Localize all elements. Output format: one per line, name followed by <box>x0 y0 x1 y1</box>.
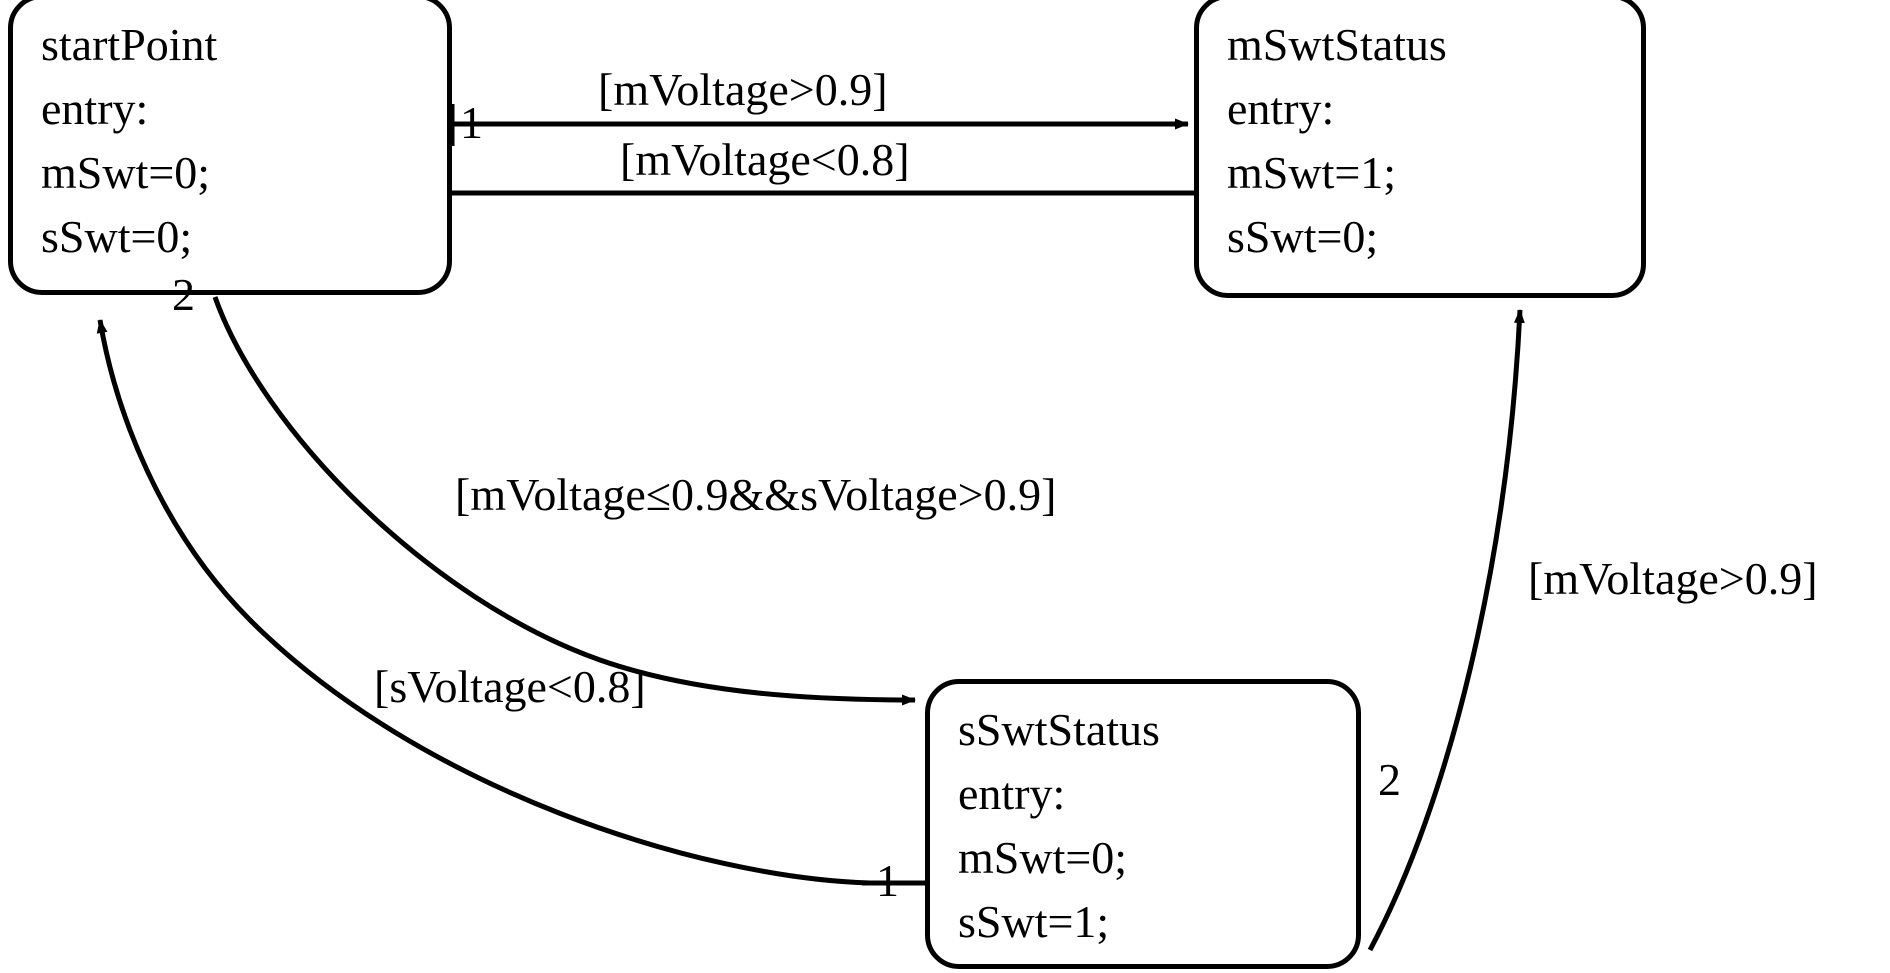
port-label-sswtstatus-out-2: 2 <box>1378 754 1401 805</box>
state-startpoint[interactable]: startPoint entry: mSwt=0; sSwt=0; <box>8 0 452 295</box>
state-startpoint-name: startPoint <box>41 19 218 70</box>
port-label-sswtstatus-out-1: 1 <box>876 855 899 906</box>
state-sswtstatus-entry-keyword: entry: <box>958 768 1066 819</box>
guard-label-mvoltage-lt-08: [mVoltage<0.8] <box>620 134 910 185</box>
transition-sswtstatus-to-mswtstatus <box>1367 309 1525 952</box>
state-sswtstatus-name: sSwtStatus <box>958 704 1160 755</box>
state-sswtstatus-action-2: sSwt=1; <box>958 896 1110 947</box>
state-startpoint-action-1: mSwt=0; <box>41 147 211 198</box>
port-label-startpoint-out-2: 2 <box>172 269 195 320</box>
state-mswtstatus[interactable]: mSwtStatus entry: mSwt=1; sSwt=0; <box>1194 0 1646 298</box>
state-startpoint-action-2: sSwt=0; <box>41 211 193 262</box>
state-mswtstatus-action-1: mSwt=1; <box>1227 147 1397 198</box>
state-mswtstatus-action-2: sSwt=0; <box>1227 211 1379 262</box>
port-label-startpoint-out-1: 1 <box>460 97 483 148</box>
transition-sswtstatus-to-startpoint <box>96 319 871 886</box>
guard-label-mvoltage-le-09-and-svoltage-gt-09: [mVoltage≤0.9&&sVoltage>0.9] <box>455 469 1057 520</box>
guard-label-svoltage-lt-08: [sVoltage<0.8] <box>374 661 646 712</box>
state-mswtstatus-name: mSwtStatus <box>1227 19 1447 70</box>
guard-label-mvoltage-gt-09-top: [mVoltage>0.9] <box>598 64 888 115</box>
state-sswtstatus-action-1: mSwt=0; <box>958 832 1128 883</box>
state-startpoint-entry-keyword: entry: <box>41 83 149 134</box>
guard-label-mvoltage-gt-09-right: [mVoltage>0.9] <box>1528 553 1818 604</box>
state-mswtstatus-entry-keyword: entry: <box>1227 83 1335 134</box>
state-sswtstatus[interactable]: sSwtStatus entry: mSwt=0; sSwt=1; <box>925 679 1361 969</box>
